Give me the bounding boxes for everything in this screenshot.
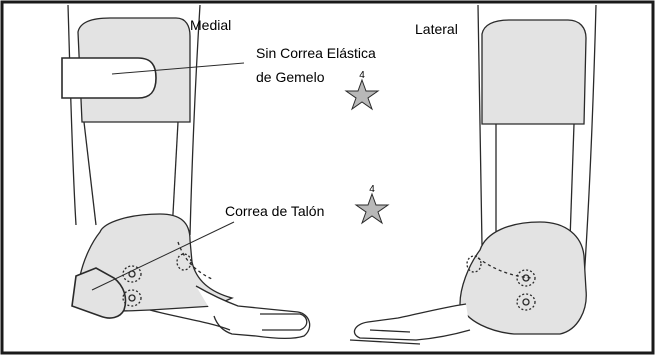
star-number: 4 xyxy=(369,184,375,195)
heel-strap-label: Correa de Talón xyxy=(225,203,325,219)
star-number: 4 xyxy=(359,70,365,81)
heel-strap-leader xyxy=(91,221,235,291)
medial-calf-strap xyxy=(61,57,157,99)
star-icon xyxy=(344,78,380,111)
lateral-brace xyxy=(349,4,597,345)
medial-foot xyxy=(195,285,311,339)
heel-strap-star-badge: 4 xyxy=(354,184,390,225)
calf-strap-leader xyxy=(111,62,245,75)
calf-strap-star-badge: 4 xyxy=(344,70,380,111)
lateral-calf-shell xyxy=(481,19,587,125)
calf-strap-label-line2: de Gemelo xyxy=(256,69,325,85)
star-icon xyxy=(354,192,390,225)
lateral-label: Lateral xyxy=(415,21,458,37)
calf-strap-label-line1: Sin Correa Elástica xyxy=(256,45,376,61)
medial-label: Medial xyxy=(190,17,232,33)
